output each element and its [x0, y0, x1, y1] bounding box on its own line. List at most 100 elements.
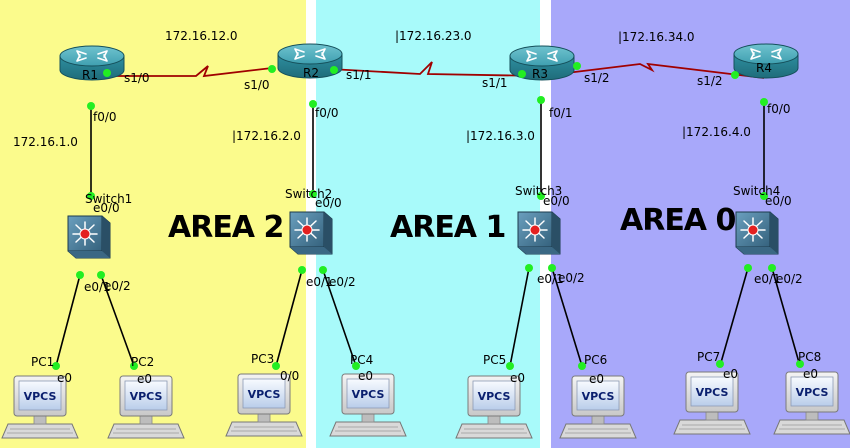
pc-3-label: PC3 [251, 352, 274, 366]
interface-label: f0/0 [93, 110, 117, 124]
network-label-lan1: 172.16.1.0 [13, 135, 78, 149]
interface-label: e0/0 [765, 194, 792, 208]
port-dot [760, 98, 768, 106]
router-r4[interactable]: R4 [733, 43, 799, 79]
interface-label: 0/0 [280, 369, 299, 383]
link-switch3-pc5[interactable] [509, 267, 530, 367]
interface-label: e0/1 [754, 272, 781, 286]
switch-3-label: Switch3 [515, 184, 562, 198]
port-dot [760, 192, 768, 200]
pc-2-label: PC2 [131, 355, 154, 369]
switch-2-label: Switch2 [285, 187, 332, 201]
port-dot [87, 192, 95, 200]
pc-7-screen-text: VPCS [696, 386, 729, 399]
router-r2[interactable]: R2 [277, 43, 343, 80]
area-2-label: AREA 2 [168, 210, 283, 245]
interface-label: e0 [358, 369, 373, 383]
interface-label: f0/0 [315, 106, 339, 120]
link-switch1-pc2[interactable] [100, 274, 135, 367]
interface-label: s1/2 [697, 74, 723, 88]
switch-4[interactable] [735, 211, 779, 255]
serial-link-r3-r4[interactable] [541, 62, 765, 79]
interface-label: e0/2 [776, 272, 803, 286]
interface-label: s1/1 [346, 68, 372, 82]
serial-link-r1-r2[interactable] [92, 65, 273, 78]
link-switch2-pc4[interactable] [322, 269, 357, 367]
pc-1-label: PC1 [31, 355, 54, 369]
link-switch4-pc7[interactable] [719, 267, 749, 367]
link-switch3-pc6[interactable] [551, 267, 583, 367]
pc-6-label: PC6 [584, 353, 607, 367]
switch-1-label: Switch1 [85, 192, 132, 206]
switch-4-label: Switch4 [733, 184, 780, 198]
interface-label: e0/1 [84, 280, 111, 294]
serial-link-r2-r3[interactable] [311, 61, 543, 77]
router-r3[interactable]: R3 [509, 45, 575, 81]
interface-label: e0/2 [329, 275, 356, 289]
router-r4-label: R4 [756, 61, 772, 75]
port-dot [87, 102, 95, 110]
interface-label: e0 [803, 367, 818, 381]
interface-label: e0/2 [558, 271, 585, 285]
port-dot [103, 69, 111, 77]
link-switch4-pc8[interactable] [771, 267, 801, 367]
router-r2-label: R2 [303, 66, 319, 80]
port-dot [272, 362, 280, 370]
port-dot [52, 362, 60, 370]
pc-1-screen-text: VPCS [24, 390, 57, 403]
router-r1-label: R1 [82, 68, 98, 82]
interface-label: e0/0 [315, 196, 342, 210]
network-label-lan2: |172.16.2.0 [232, 129, 301, 143]
port-dot [76, 271, 84, 279]
port-dot [97, 271, 105, 279]
port-dot [330, 66, 338, 74]
interface-label: s1/0 [124, 71, 150, 85]
network-label-lan4: |172.16.4.0 [682, 125, 751, 139]
interface-label: f0/0 [767, 102, 791, 116]
pc-4[interactable]: VPCS [329, 373, 407, 437]
port-dot [573, 62, 581, 70]
pc-6-screen-text: VPCS [582, 390, 615, 403]
port-status-dots [52, 62, 804, 370]
interface-label: e0 [137, 372, 152, 386]
port-dot [309, 100, 317, 108]
pc-3-screen-text: VPCS [248, 388, 281, 401]
interface-label: e0/2 [104, 279, 131, 293]
pc-5[interactable]: VPCS [455, 375, 533, 439]
interface-label: e0 [723, 367, 738, 381]
interface-label: e0 [57, 371, 72, 385]
port-dot [319, 266, 327, 274]
ethernet-links [55, 100, 801, 367]
interface-label: e0/0 [93, 201, 120, 215]
switch-1[interactable] [67, 215, 111, 259]
switch-3[interactable] [517, 211, 561, 255]
interface-label: s1/0 [244, 78, 270, 92]
interface-label: e0 [510, 371, 525, 385]
port-dot [268, 65, 276, 73]
router-r3-label: R3 [532, 67, 548, 81]
pc-7[interactable]: VPCS [673, 371, 751, 435]
network-label-r3-r4: |172.16.34.0 [618, 30, 695, 44]
pc-2[interactable]: VPCS [107, 375, 185, 439]
port-dot [731, 71, 739, 79]
port-dot [578, 362, 586, 370]
pc-4-label: PC4 [350, 353, 373, 367]
pc-1[interactable]: VPCS [1, 375, 79, 439]
link-switch2-pc3[interactable] [275, 269, 303, 367]
pc-3[interactable]: VPCS [225, 373, 303, 437]
pc-8-label: PC8 [798, 350, 821, 364]
interface-label: e0/1 [537, 272, 564, 286]
port-dot [518, 70, 526, 78]
router-r1[interactable]: R1 [59, 45, 125, 82]
port-dot [506, 362, 514, 370]
pc-8[interactable]: VPCS [773, 371, 850, 435]
pc-6[interactable]: VPCS [559, 375, 637, 439]
switch-2[interactable] [289, 211, 333, 255]
interface-label: s1/1 [482, 76, 508, 90]
port-dot [352, 362, 360, 370]
area-0-label: AREA 0 [620, 203, 735, 238]
link-switch1-pc1[interactable] [55, 274, 81, 367]
port-dot [744, 264, 752, 272]
interface-label: e0/0 [543, 194, 570, 208]
interface-label: s1/2 [584, 71, 610, 85]
